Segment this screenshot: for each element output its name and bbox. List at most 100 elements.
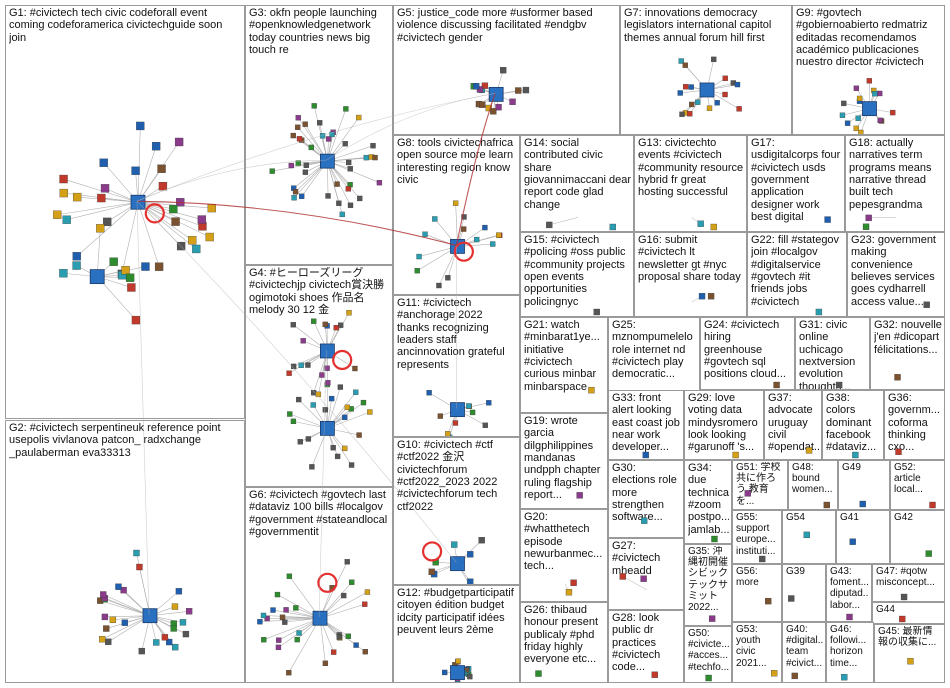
graph-node xyxy=(290,132,296,139)
graph-node xyxy=(356,114,362,121)
subgraph-g36 xyxy=(895,448,902,455)
graph-node xyxy=(436,282,442,289)
group-panel-g12: G12: #budgetparticipatif citoyen édition… xyxy=(393,585,520,683)
group-label-g42: G42 xyxy=(894,512,913,523)
graph-node xyxy=(711,56,717,63)
subgraph-g51 xyxy=(744,490,751,497)
graph-node xyxy=(823,501,830,509)
graph-node xyxy=(125,273,135,282)
graph-node xyxy=(900,593,908,601)
subgraph-g52 xyxy=(929,501,936,509)
graph-node xyxy=(853,125,859,132)
group-label-g13: G13: civictechto events #civictech #comm… xyxy=(638,137,744,199)
graph-node xyxy=(59,269,68,278)
group-panel-g3: G3: okfn people launching #openknowledge… xyxy=(245,5,393,265)
subgraph-g39 xyxy=(788,595,795,602)
graph-node xyxy=(705,674,712,682)
hub-node xyxy=(89,269,105,285)
graph-node xyxy=(859,500,866,508)
graph-node xyxy=(679,111,685,117)
graph-node xyxy=(708,615,716,622)
graph-node xyxy=(353,642,359,648)
graph-node xyxy=(127,283,136,292)
group-label-g22: G22: fill #stategov join #localgov #digi… xyxy=(751,234,843,308)
graph-node xyxy=(442,669,448,676)
group-panel-g40: G40: #digital... team #civict... xyxy=(782,622,826,683)
graph-node xyxy=(322,407,329,413)
group-label-g44: G44 xyxy=(876,604,895,615)
subgraph-g12 xyxy=(442,658,473,682)
group-panel-g2: G2: #civictech serpentineuk reference po… xyxy=(5,420,245,683)
subgraph-g2 xyxy=(97,549,193,655)
graph-node xyxy=(352,365,358,372)
subgraph-g50 xyxy=(705,674,712,682)
graph-node xyxy=(678,58,684,64)
graph-node xyxy=(337,322,344,328)
graph-node xyxy=(640,575,647,582)
graph-node xyxy=(535,670,542,677)
subgraph-g32 xyxy=(894,374,901,381)
group-panel-g37: G37: advocate uruguay civil #opendat... xyxy=(764,390,822,460)
graph-node xyxy=(339,211,345,218)
graph-node xyxy=(120,586,127,594)
graph-node xyxy=(570,579,577,586)
graph-node xyxy=(376,180,383,186)
group-label-g12: G12: #budgetparticipatif citoyen édition… xyxy=(397,587,517,636)
graph-node xyxy=(490,241,496,247)
graph-node xyxy=(322,660,329,666)
graph-node xyxy=(298,362,304,368)
graph-node xyxy=(171,603,179,610)
group-label-g33: G33: front alert looking east coast job … xyxy=(612,392,680,454)
graph-node xyxy=(844,120,851,126)
graph-node xyxy=(342,141,348,147)
graph-node xyxy=(852,451,859,459)
graph-node xyxy=(343,106,349,112)
graph-node xyxy=(319,372,325,378)
graph-node xyxy=(348,462,355,468)
group-panel-g9: G9: #govtech #gobiernoabierto redmatriz … xyxy=(792,5,945,135)
graph-node xyxy=(416,253,422,260)
graph-node xyxy=(461,214,467,220)
group-label-g53: G53: youth civic 2021... xyxy=(736,624,767,669)
graph-node xyxy=(99,158,108,167)
graph-node xyxy=(325,136,332,142)
group-panel-g34: G34: due technical #zoom postpo... jamla… xyxy=(684,460,732,544)
graph-node xyxy=(370,143,376,149)
group-label-g40: G40: #digital... team #civict... xyxy=(786,624,823,669)
group-panel-g15: G15: #civictech #policing #oss public #c… xyxy=(520,232,634,317)
graph-node xyxy=(344,559,350,565)
graph-node xyxy=(290,418,297,425)
group-panel-g10: G10: #civictech #ctf #ctf2022 金沢 civicte… xyxy=(393,437,520,585)
graph-node xyxy=(744,490,751,497)
group-panel-g32: G32: nouvelle j'en #dicopart félicitatio… xyxy=(870,317,945,390)
graph-node xyxy=(260,612,267,619)
graph-node xyxy=(894,374,901,381)
graph-node xyxy=(97,193,106,203)
self-loop xyxy=(421,541,443,562)
group-label-g3: G3: okfn people launching #openknowledge… xyxy=(249,7,380,56)
subgraph-g18 xyxy=(862,214,897,230)
graph-node xyxy=(364,589,371,595)
group-label-g31: G31: civic online uchicago nextversion e… xyxy=(799,319,859,390)
subgraph-g15 xyxy=(593,308,600,316)
group-panel-g50: G50: #civicte... #acces... #techfo... xyxy=(684,626,732,683)
graph-node xyxy=(295,115,301,121)
group-panel-g48: G48: bound women... xyxy=(788,460,838,510)
graph-node xyxy=(170,625,177,632)
graph-node xyxy=(315,391,322,398)
graph-node xyxy=(174,137,184,147)
group-label-g43: G43: foment... diputad... labor... xyxy=(830,566,869,611)
subgraph-g23 xyxy=(923,301,930,308)
graph-node xyxy=(337,384,344,390)
graph-node xyxy=(923,301,930,308)
graph-node xyxy=(131,166,140,175)
subgraph-g47 xyxy=(900,593,908,601)
graph-node xyxy=(296,136,303,142)
graph-node xyxy=(907,658,914,665)
group-label-g36: G36: governm... coforma thinking cxo... xyxy=(888,392,940,454)
subgraph-g3 xyxy=(269,103,383,218)
subgraph-g11 xyxy=(426,390,492,436)
graph-node xyxy=(824,216,831,223)
subgraph-g29 xyxy=(732,451,739,459)
graph-node xyxy=(347,202,354,208)
